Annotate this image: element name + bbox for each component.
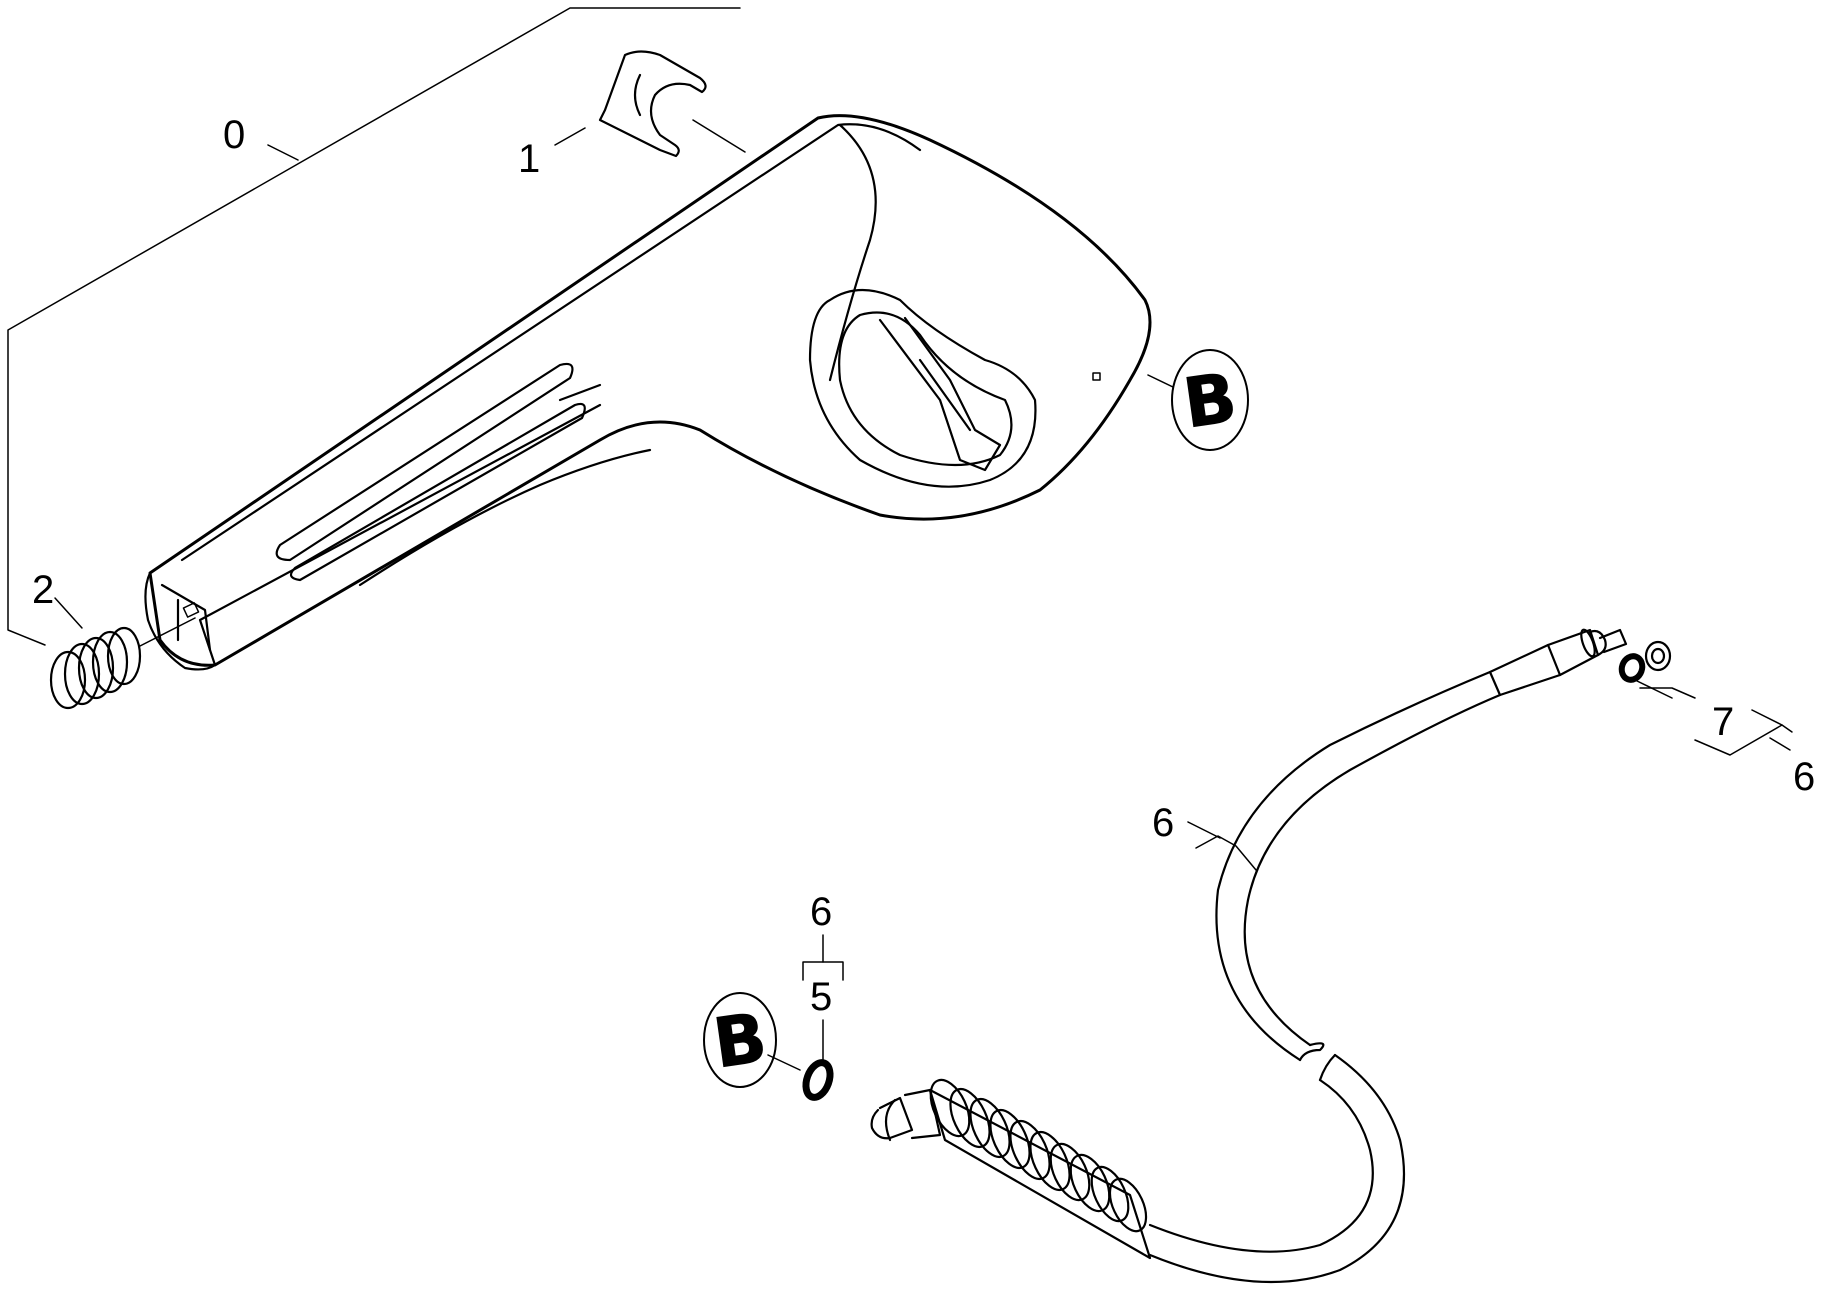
callout-2: 2	[32, 568, 54, 612]
callout-6-hose: 6	[1152, 801, 1174, 845]
callout-6-right: 6	[1793, 755, 1815, 799]
b-marker-lower: B	[703, 992, 801, 1088]
part-6-hose	[870, 628, 1793, 1284]
callout-5: 5	[810, 975, 832, 1019]
callout-0: 0	[223, 113, 245, 157]
callout-6-top: 6	[810, 890, 832, 934]
trigger-gun-handle	[144, 114, 1152, 671]
part-5-o-ring	[802, 934, 844, 1101]
assembly-bracket-0	[7, 7, 741, 646]
callout-1: 1	[518, 137, 540, 181]
callout-labels: 0 1 2 6 5 6 7 6	[32, 113, 1815, 1019]
b-marker-lower-letter: B	[709, 999, 771, 1084]
b-marker-upper: B	[1147, 349, 1249, 451]
bend-protector	[928, 1078, 1152, 1260]
b-marker-upper-letter: B	[1179, 359, 1241, 444]
part-2-spring	[49, 597, 196, 710]
callout-7: 7	[1712, 700, 1734, 744]
part-1-clip	[554, 50, 746, 158]
